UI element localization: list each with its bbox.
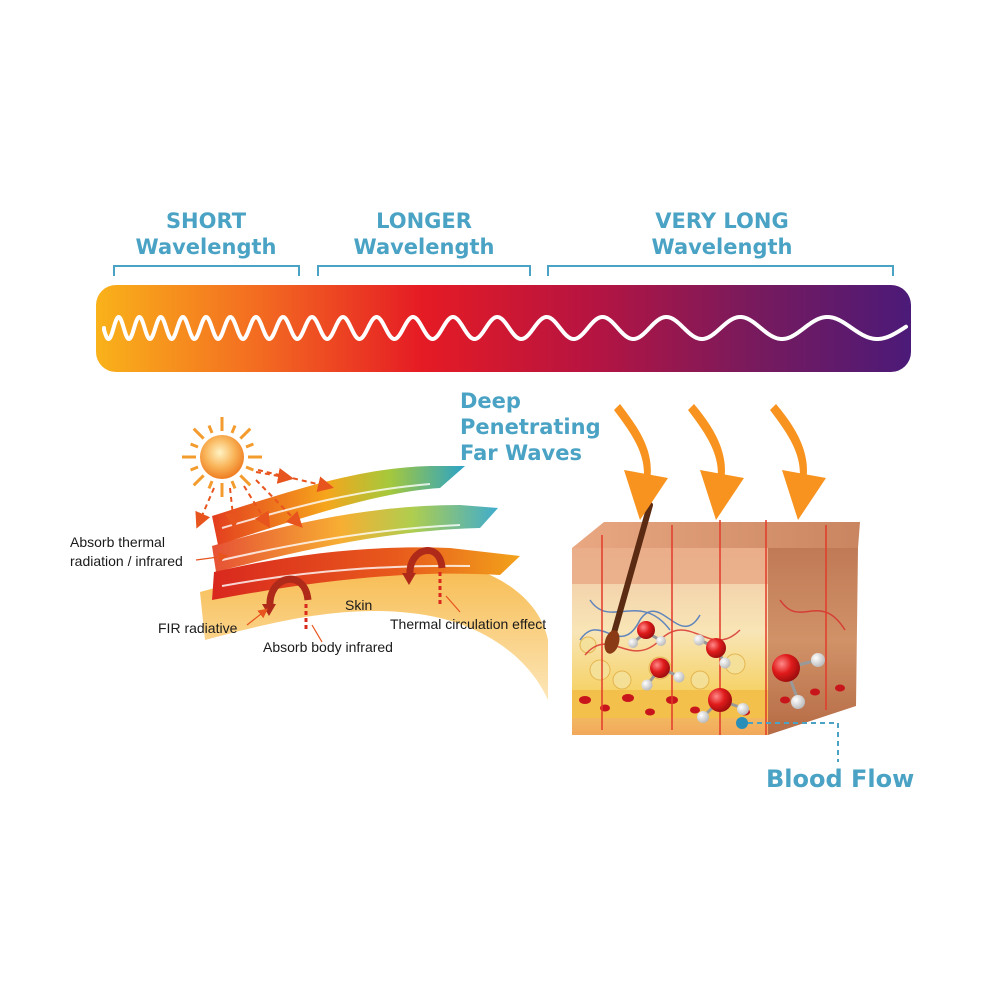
skin-illustration — [200, 466, 548, 700]
water-molecule-icon — [697, 688, 749, 723]
water-molecule-icon — [772, 653, 825, 709]
orange-wave-arrow-1 — [614, 404, 668, 520]
label-pointers — [195, 552, 461, 643]
short-label-line2: Wavelength — [136, 235, 277, 259]
sun-ray — [245, 465, 254, 472]
water-molecules — [628, 621, 825, 723]
very-long-label-line1: VERY LONG — [655, 209, 788, 233]
sun-icon — [182, 417, 262, 497]
thermal-circulation-arrow — [402, 547, 446, 605]
very-long-label-line2: Wavelength — [652, 235, 793, 259]
thermal-circulation-label: Thermal circulation effect — [390, 616, 546, 632]
radiation-band-middle — [212, 505, 498, 572]
water-molecule-icon — [693, 634, 731, 669]
fir-radiative-arrow — [262, 575, 312, 632]
wave-line — [102, 314, 908, 342]
wavelength-bar — [96, 285, 911, 372]
deep-penetrating-line1: Deep — [460, 389, 521, 413]
very-long-bracket — [547, 265, 894, 276]
sun-ray — [190, 442, 199, 449]
deep-penetrating-line3: Far Waves — [460, 441, 582, 465]
sun-ray — [207, 480, 214, 489]
radiation-band-top — [212, 466, 465, 545]
blood-flow-pointer — [736, 717, 839, 762]
water-molecule-icon — [628, 621, 666, 648]
fir-radiative-label: FIR radiative — [158, 620, 238, 636]
sun-ray — [192, 427, 205, 440]
penetration-arrows — [614, 404, 826, 520]
sun-ray — [239, 427, 252, 440]
orange-wave-arrow-3 — [770, 404, 826, 520]
short-bracket — [113, 265, 300, 276]
longer-bracket — [317, 265, 531, 276]
sun-ray — [192, 474, 205, 487]
sun-ray — [230, 480, 237, 489]
skin-label: Skin — [345, 597, 372, 613]
water-molecule-icon — [641, 658, 685, 691]
absorb-thermal-label-line1: Absorb thermal — [70, 534, 165, 550]
blood-flow-label: Blood Flow — [766, 765, 914, 793]
deep-penetrating-line2: Penetrating — [460, 415, 601, 439]
sun-ray — [190, 465, 199, 472]
sun-ray-arrows — [195, 468, 334, 529]
sun-ray — [230, 425, 237, 434]
absorb-thermal-label-line2: radiation / infrared — [70, 553, 183, 569]
wavelength-brackets — [113, 265, 894, 276]
absorb-body-infrared-label: Absorb body infrared — [263, 639, 393, 655]
skin-layer — [200, 556, 548, 700]
longer-label-line1: LONGER — [376, 209, 472, 233]
sun-ray — [239, 474, 252, 487]
sun-ray — [207, 425, 214, 434]
sun-ray — [245, 442, 254, 449]
longer-label-line2: Wavelength — [354, 235, 495, 259]
orange-wave-arrow-2 — [688, 404, 744, 520]
short-label-line1: SHORT — [166, 209, 247, 233]
